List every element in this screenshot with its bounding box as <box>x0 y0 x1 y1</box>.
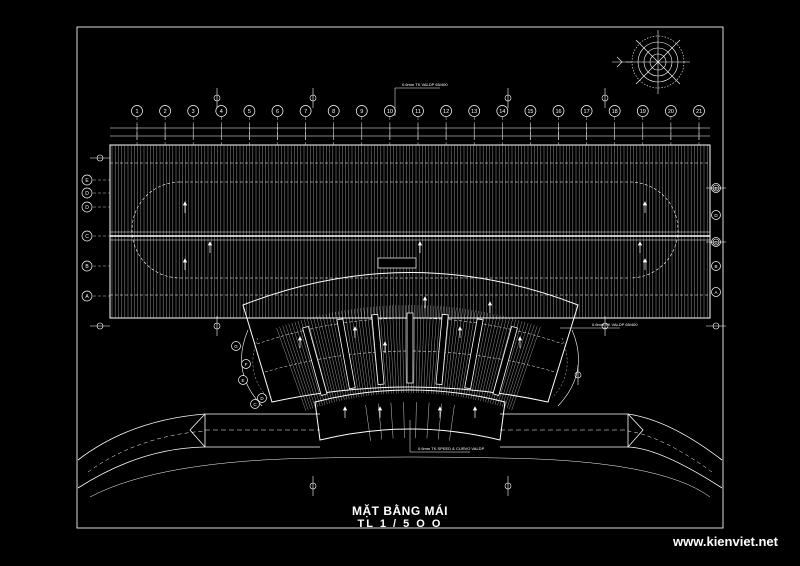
north-arrow-icon <box>612 30 690 94</box>
column-label: 19 <box>640 109 646 115</box>
curved-row-label: C <box>253 402 257 407</box>
curved-roof-block <box>241 272 579 441</box>
column-label: 16 <box>555 109 561 115</box>
row-label: B <box>85 264 89 270</box>
column-label: 20 <box>668 109 674 115</box>
curved-row-label: E <box>241 378 244 383</box>
note-right-roof: 0.6mm TK VALDP 65/400 <box>592 322 638 327</box>
curved-row-label: D <box>260 396 264 401</box>
row-label: D <box>85 205 89 211</box>
column-label: 10 <box>387 109 393 115</box>
row-label-right: B <box>714 264 717 269</box>
column-label: 13 <box>471 109 477 115</box>
row-label: C <box>85 234 89 240</box>
column-label: 8 <box>332 109 335 115</box>
access-road <box>77 413 723 498</box>
section-markers <box>90 88 726 496</box>
watermark: www.kienviet.net <box>673 534 778 549</box>
row-label: A <box>85 294 89 300</box>
column-label: 21 <box>696 109 702 115</box>
column-label: 7 <box>304 109 307 115</box>
drawing-scale: TL 1 / 5 O O <box>357 518 443 530</box>
column-label: 5 <box>248 109 251 115</box>
column-label: 12 <box>443 109 449 115</box>
column-label: 4 <box>220 109 223 115</box>
column-label: 18 <box>612 109 618 115</box>
note-leaders <box>394 87 620 453</box>
drawing-title: MẶT BẰNG MÁI <box>352 504 448 518</box>
column-label: 6 <box>276 109 279 115</box>
column-label: 11 <box>415 109 421 115</box>
curved-row-label: F <box>245 362 248 367</box>
row-label-right: D <box>714 213 718 218</box>
curved-row-label: G <box>234 344 238 349</box>
column-label: 17 <box>584 109 590 115</box>
column-label: 1 <box>135 109 138 115</box>
note-top-roof: 0.6mm TK VALDP 65/400 <box>402 82 448 87</box>
slope-arrows <box>182 201 648 418</box>
column-label: 2 <box>164 109 167 115</box>
main-roof-block <box>109 144 711 319</box>
drawing-border <box>76 26 724 529</box>
column-label: 14 <box>499 109 505 115</box>
column-label: 9 <box>360 109 363 115</box>
note-bottom-roof: 0.6mm TK SPEED & CURVO VALDP <box>418 446 485 451</box>
column-label: 15 <box>527 109 533 115</box>
row-label: E <box>85 178 89 184</box>
row-label-right: A <box>714 290 717 295</box>
row-label: D <box>85 191 89 197</box>
column-label: 3 <box>192 109 195 115</box>
